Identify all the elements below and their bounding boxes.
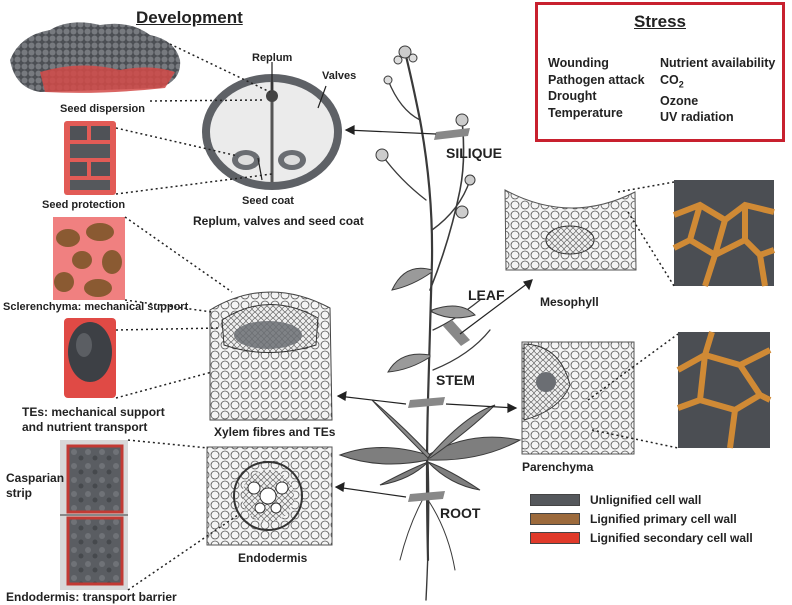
legend-item-unlignified: Unlignified cell wall bbox=[530, 493, 702, 507]
stress-item-co2: CO2 bbox=[660, 72, 775, 93]
stem-label: STEM bbox=[436, 372, 475, 388]
legend-item-lignified-secondary: Lignified secondary cell wall bbox=[530, 531, 753, 545]
stress-item: Nutrient availability bbox=[660, 56, 776, 70]
tes-label-line2: and nutrient transport bbox=[22, 420, 148, 434]
valves-label: Valves bbox=[322, 70, 357, 82]
seed-dispersion-label: Seed dispersion bbox=[60, 103, 145, 115]
seed-protection-label: Seed protection bbox=[42, 199, 126, 211]
silique-cross-section bbox=[202, 74, 342, 190]
root-cross-section bbox=[206, 446, 333, 546]
legend-label: Lignified primary cell wall bbox=[590, 512, 737, 526]
mesophyll-section bbox=[504, 189, 637, 271]
tes-label-line1: TEs: mechanical support bbox=[22, 405, 165, 419]
root-label: ROOT bbox=[440, 505, 481, 521]
silique-caption: Replum, valves and seed coat bbox=[193, 214, 364, 228]
legend-swatch bbox=[530, 494, 580, 506]
leaf-label: LEAF bbox=[468, 287, 505, 303]
stress-item: Wounding bbox=[548, 56, 609, 70]
mesophyll-label: Mesophyll bbox=[540, 295, 599, 309]
legend-label: Unlignified cell wall bbox=[590, 493, 702, 507]
stress-left-list: Wounding Pathogen attack Drought Tempera… bbox=[548, 55, 645, 121]
sclerenchyma-label: Sclerenchyma: mechanical support bbox=[3, 301, 189, 313]
co2-text: CO bbox=[660, 72, 679, 87]
casparian-label-line1: Casparian bbox=[6, 471, 65, 485]
stress-item: Temperature bbox=[548, 105, 623, 120]
stress-item: Drought bbox=[548, 89, 597, 103]
parenchyma-label: Parenchyma bbox=[522, 460, 594, 474]
legend-label: Lignified secondary cell wall bbox=[590, 531, 753, 545]
xylem-caption: Xylem fibres and TEs bbox=[214, 425, 336, 439]
casparian-label-line2: strip bbox=[6, 486, 33, 500]
arrows bbox=[334, 125, 533, 498]
endodermis-barrier-label: Endodermis: transport barrier bbox=[6, 590, 177, 604]
sclerenchyma-image bbox=[53, 217, 125, 300]
pointer-lines bbox=[257, 62, 327, 181]
stress-item: Pathogen attack bbox=[548, 72, 645, 87]
legend-swatch bbox=[530, 532, 580, 544]
te-image bbox=[64, 318, 116, 398]
silique-label: SILIQUE bbox=[446, 145, 503, 161]
stress-item: Ozone bbox=[660, 93, 699, 108]
stress-box: Stress Wounding Pathogen attack Drought … bbox=[535, 2, 785, 142]
legend-item-lignified-primary: Lignified primary cell wall bbox=[530, 512, 737, 526]
lignified-zoom-stem bbox=[676, 331, 772, 449]
development-heading: Development bbox=[136, 8, 243, 27]
stress-item: UV radiation bbox=[660, 110, 734, 124]
endodermis-caption: Endodermis bbox=[238, 551, 308, 565]
stress-title: Stress bbox=[634, 12, 686, 31]
endodermis-cells-image bbox=[60, 440, 128, 590]
seed-protection-image bbox=[64, 121, 116, 195]
stress-right-list: Nutrient availability CO2 Ozone UV radia… bbox=[660, 55, 775, 126]
legend-swatch bbox=[530, 513, 580, 525]
plant-illustration bbox=[338, 45, 522, 601]
guide-lines bbox=[115, 43, 679, 591]
replum-label: Replum bbox=[252, 52, 293, 64]
lignified-zoom-leaf bbox=[672, 180, 776, 287]
parenchyma-section bbox=[521, 341, 635, 455]
xylem-cross-section bbox=[209, 291, 333, 421]
organ-markers bbox=[408, 128, 470, 502]
seed-coat-label: Seed coat bbox=[242, 195, 294, 207]
co2-subscript: 2 bbox=[678, 79, 684, 89]
seed-dispersion-image bbox=[10, 22, 181, 93]
